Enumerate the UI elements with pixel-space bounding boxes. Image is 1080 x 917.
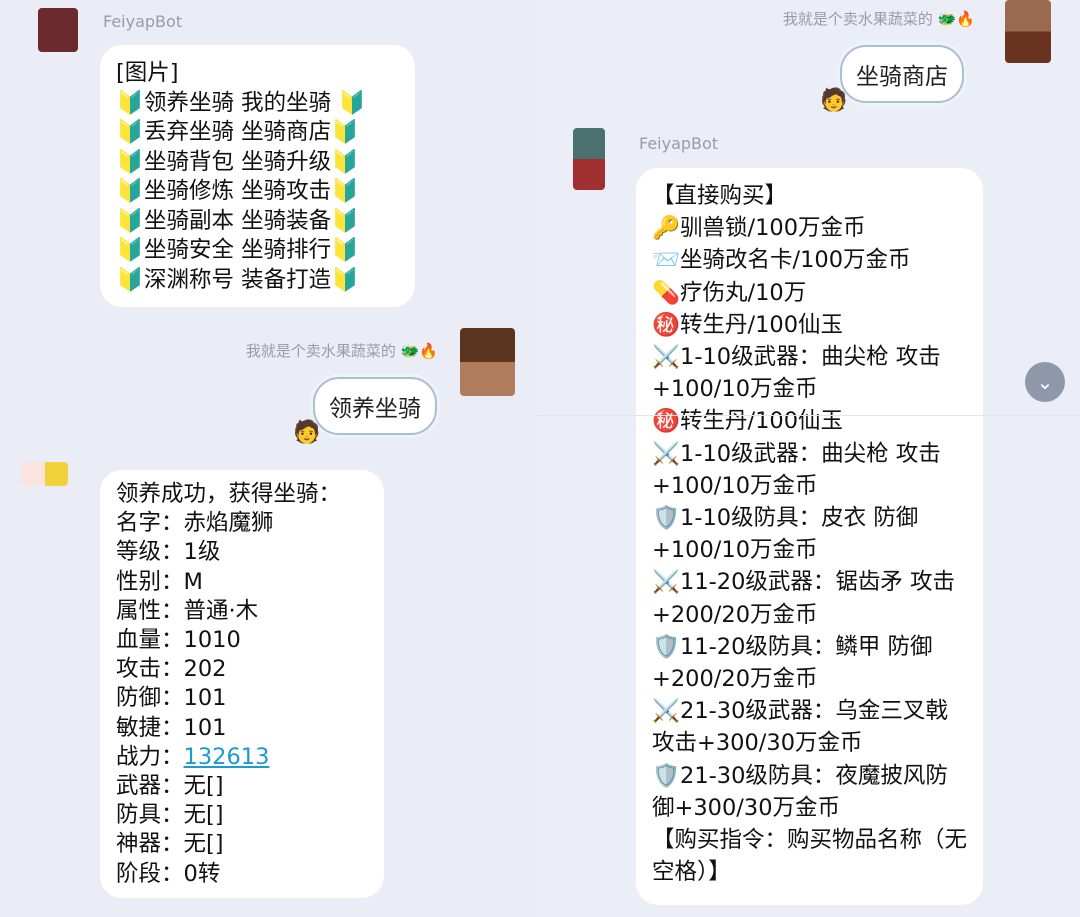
user-message-text-2: 坐骑商店	[856, 64, 948, 90]
menu-line: 🔰丢弃坐骑 坐骑商店🔰	[116, 119, 360, 145]
shop-line: ㊙️转生丹/100仙玉	[652, 311, 844, 338]
user-avatar[interactable]	[460, 328, 515, 396]
power-label: 战力：	[116, 743, 184, 770]
shop-line: ⚔️21-30级武器：乌金三叉戟 攻击+300/30万金币	[652, 698, 956, 757]
menu-line: 🔰坐骑安全 坐骑排行🔰	[116, 237, 360, 263]
character-sticker-icon: 🧑	[293, 420, 321, 445]
bot-name-2: FeiyapBot	[639, 134, 719, 153]
shop-line: 【购买指令：购买物品名称（无空格）】	[652, 827, 968, 886]
result-line: 攻击：202	[116, 656, 227, 683]
chat-panel-left: FeiyapBot [图片] 🔰领养坐骑 我的坐骑 🔰 🔰丢弃坐骑 坐骑商店🔰 🔰坐骑…	[0, 0, 535, 917]
result-line: 神器：无[]	[116, 831, 224, 858]
shop-line: 🛡️21-30级防具：夜魔披风防御+300/30万金币	[652, 762, 948, 821]
user-message-bubble: 领养坐骑 🧑	[293, 377, 437, 445]
chat-panel-right: 我就是个卖水果蔬菜的 🐲🔥 坐骑商店 🧑 FeiyapBot 【直接购买】 🔑驯兽…	[537, 0, 1080, 917]
result-line: 属性：普通·木	[116, 597, 259, 624]
menu-line: [图片]	[116, 60, 179, 86]
shop-line: 💊疗伤丸/10万	[652, 279, 807, 306]
user-avatar-2[interactable]	[1005, 0, 1051, 63]
user-message-bubble-2: 坐骑商店 🧑	[820, 45, 964, 113]
result-line: 性别：M	[116, 568, 203, 595]
shop-line: 🛡️1-10级防具：皮衣 防御+100/10万金币	[652, 505, 919, 564]
bot-avatar-2[interactable]	[22, 462, 68, 486]
chevron-down-icon: ⌄	[1036, 370, 1054, 394]
result-line: 防御：101	[116, 685, 227, 712]
menu-line: 🔰坐骑修炼 坐骑攻击🔰	[116, 178, 360, 204]
bot-avatar-3[interactable]	[573, 128, 605, 190]
result-line: 敏捷：101	[116, 714, 227, 741]
character-sticker-icon: 🧑	[820, 88, 848, 113]
result-line: 阶段：0转	[116, 860, 221, 887]
shop-line: 🔑驯兽锁/100万金币	[652, 215, 866, 242]
result-line: 防具：无[]	[116, 802, 224, 829]
menu-line: 🔰坐骑背包 坐骑升级🔰	[116, 148, 360, 175]
shop-line: 🛡️11-20级防具：鳞甲 防御+200/20万金币	[652, 633, 933, 693]
shop-message-bubble: 【直接购买】 🔑驯兽锁/100万金币 📨坐骑改名卡/100万金币 💊疗伤丸/10万㊙️…	[636, 168, 983, 905]
result-line: 等级：1级	[116, 539, 221, 566]
result-line: 武器：无[]	[116, 773, 224, 800]
result-line: 名字：赤焰魔狮	[116, 510, 274, 537]
power-line: 战力：132613	[116, 743, 368, 772]
divider	[537, 415, 1080, 416]
menu-line: 🔰深渊称号 装备打造🔰	[116, 266, 360, 293]
power-value-link[interactable]: 132613	[183, 743, 270, 770]
shop-line: ㊙️转生丹/100仙玉	[652, 408, 844, 435]
scroll-down-button[interactable]: ⌄	[1025, 362, 1065, 402]
user-nickname: 我就是个卖水果蔬菜的 🐲🔥	[245, 342, 438, 360]
bot-name: FeiyapBot	[103, 12, 183, 31]
shop-line: 【直接购买】	[652, 183, 788, 209]
shop-line: ⚔️11-20级武器：锯齿矛 攻击+200/20万金币	[652, 569, 956, 628]
menu-line: 🔰领养坐骑 我的坐骑 🔰	[116, 89, 367, 116]
shop-line: ⚔️1-10级武器：曲尖枪 攻击+100/10万金币	[652, 440, 941, 499]
menu-message-bubble: [图片] 🔰领养坐骑 我的坐骑 🔰 🔰丢弃坐骑 坐骑商店🔰 🔰坐骑背包 坐骑升级🔰 🔰坐…	[100, 45, 415, 307]
result-line: 领养成功，获得坐骑：	[116, 481, 342, 507]
shop-line: ⚔️1-10级武器：曲尖枪 攻击+100/10万金币	[652, 344, 941, 403]
user-message-text: 领养坐骑	[329, 396, 421, 422]
bot-avatar[interactable]	[38, 8, 78, 52]
shop-line: 📨坐骑改名卡/100万金币	[652, 247, 911, 274]
menu-line: 🔰坐骑副本 坐骑装备🔰	[116, 207, 360, 234]
user-nickname-2: 我就是个卖水果蔬菜的 🐲🔥	[782, 10, 975, 28]
result-line: 血量：1010	[116, 627, 241, 654]
